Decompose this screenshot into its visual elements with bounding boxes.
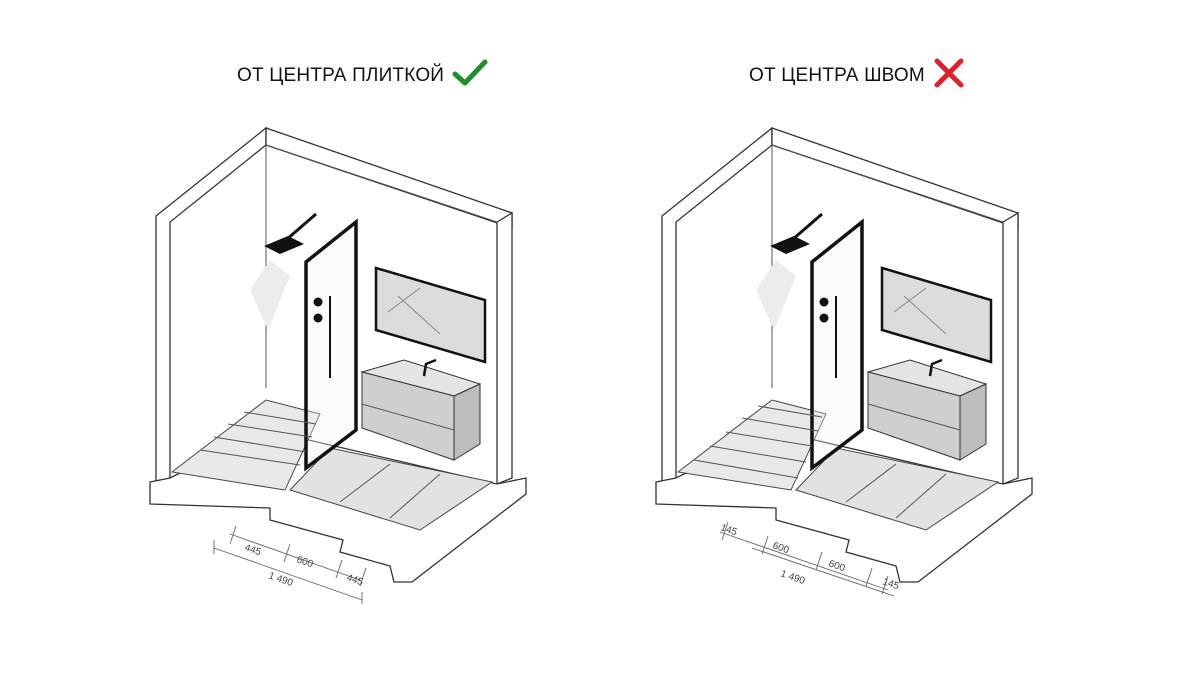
panel-left-title-text: ОТ ЦЕНТРА ПЛИТКОЙ bbox=[237, 65, 445, 86]
panel-left-title: ОТ ЦЕНТРА ПЛИТКОЙ bbox=[237, 59, 488, 93]
diagram-right: 145 600 600 145 1 490 bbox=[654, 126, 1034, 597]
dimension-chain-left bbox=[213, 525, 367, 604]
shower-tiles-right bbox=[693, 405, 823, 479]
shower-tiles-left bbox=[199, 411, 317, 466]
diagram-left: 445 600 445 1 490 bbox=[148, 126, 528, 604]
cross-icon bbox=[933, 58, 965, 94]
panel-right-title-text: ОТ ЦЕНТРА ШВОМ bbox=[749, 65, 925, 86]
dim-label: 1 490 bbox=[267, 570, 295, 589]
dim-label: 600 bbox=[771, 540, 791, 556]
panel-right-title: ОТ ЦЕНТРА ШВОМ bbox=[749, 58, 965, 90]
check-icon bbox=[452, 59, 488, 93]
dim-label: 600 bbox=[295, 554, 315, 570]
dim-label: 145 bbox=[881, 576, 901, 592]
dim-label: 1 490 bbox=[779, 568, 807, 587]
dim-label: 445 bbox=[243, 542, 263, 558]
dim-label: 445 bbox=[345, 572, 365, 588]
dim-label: 145 bbox=[719, 522, 739, 538]
dimension-chain-right bbox=[719, 521, 895, 597]
dim-label: 600 bbox=[827, 558, 847, 574]
